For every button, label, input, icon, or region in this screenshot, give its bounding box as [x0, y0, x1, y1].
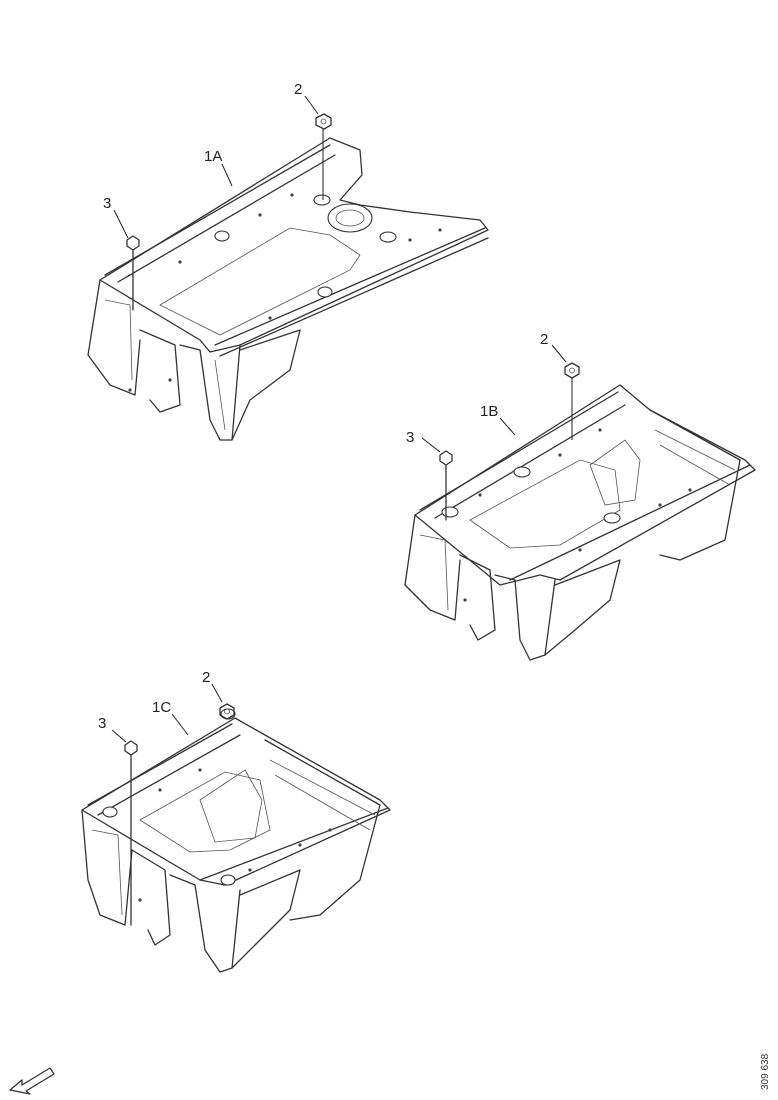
label-nut-1c: 2: [202, 669, 210, 686]
front-direction-arrow-icon: [9, 1067, 55, 1095]
label-frame-1b: 1B: [480, 403, 498, 420]
frame-assembly-1b: 2 1B 3: [404, 331, 756, 661]
label-bolt-1b: 3: [406, 429, 414, 446]
bolt-icon: [126, 235, 140, 311]
label-frame-1a: 1A: [204, 148, 222, 165]
label-bolt-1c: 3: [98, 715, 106, 732]
label-bolt-1a: 3: [103, 195, 111, 212]
bolt-icon: [439, 450, 453, 521]
label-nut-1a: 2: [294, 81, 302, 98]
nut-icon: [219, 703, 235, 720]
nut-icon: [315, 113, 332, 130]
bolt-icon: [124, 740, 138, 926]
frame-assembly-1c: 2 1C 3: [81, 669, 391, 973]
nut-icon: [564, 362, 580, 379]
label-frame-1c: 1C: [152, 699, 171, 716]
label-nut-1b: 2: [540, 331, 548, 348]
frame-assembly-1a: 2 1A 3: [87, 81, 489, 441]
drawing-code: 309 638: [760, 1053, 771, 1090]
